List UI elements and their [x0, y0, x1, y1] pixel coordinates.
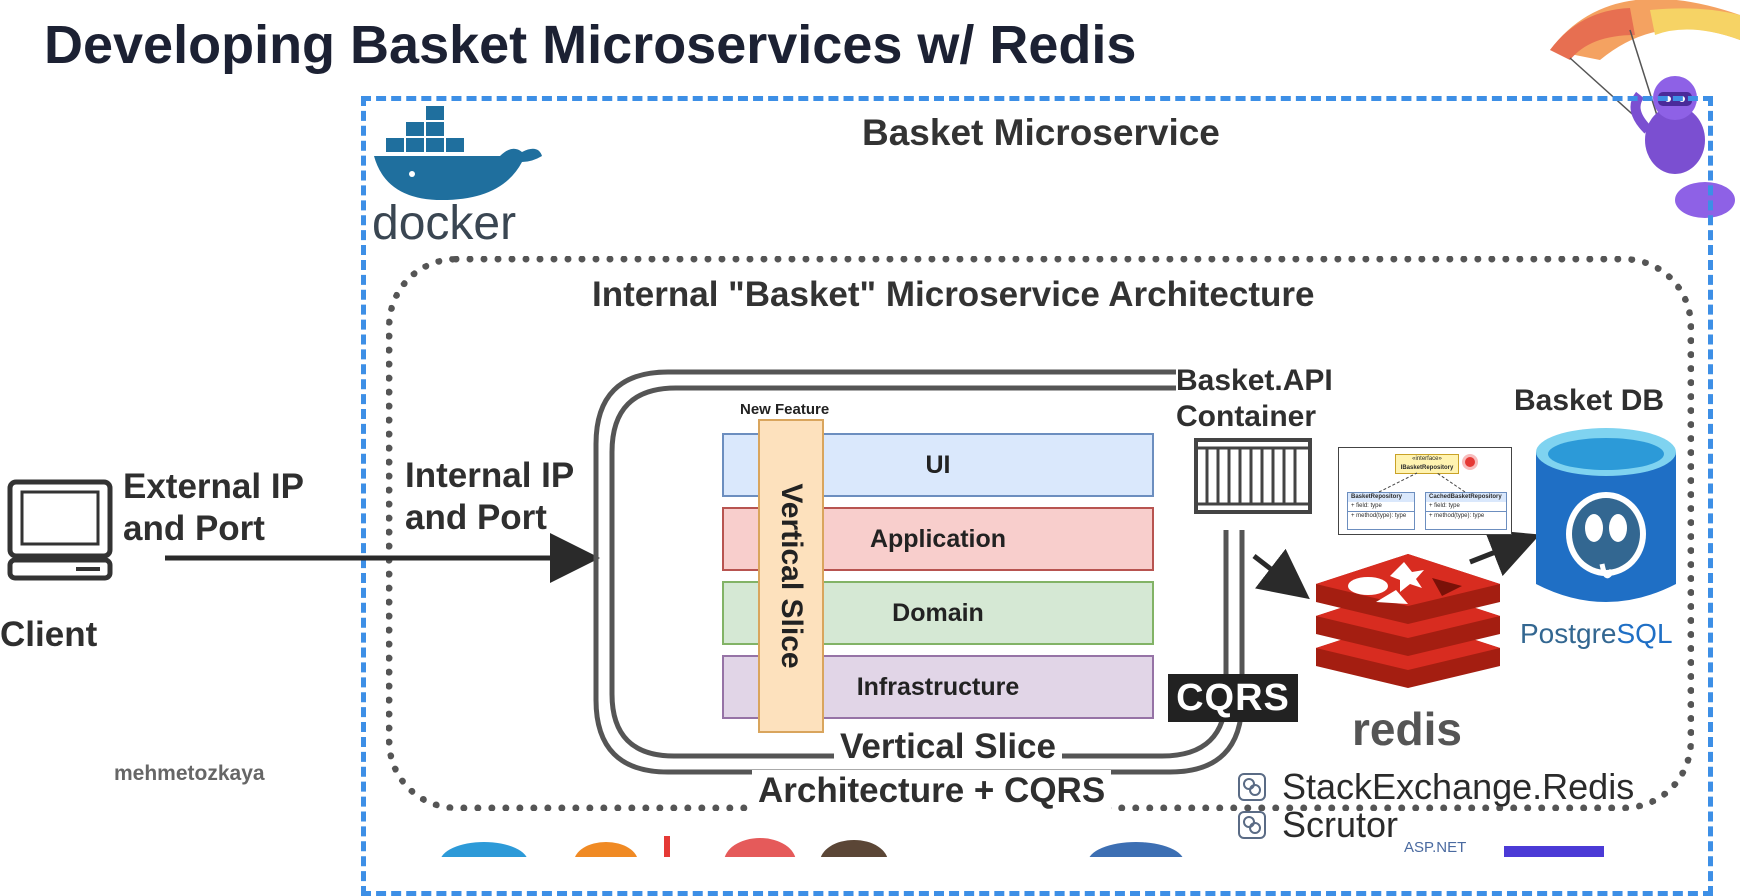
redis-wordmark: redis: [1352, 703, 1462, 755]
interface-name: IBasketRepository: [1400, 465, 1454, 471]
package-item: StackExchange.Redis: [1238, 766, 1634, 808]
container-icon: [1194, 438, 1312, 514]
package-icon: [1238, 773, 1266, 801]
docker-logo: docker: [372, 104, 544, 250]
external-ip-line1: External IP: [123, 467, 304, 506]
new-feature-label: New Feature: [740, 401, 830, 418]
postgres-database-icon: [1536, 428, 1676, 602]
external-ip-line2: and Port: [123, 509, 265, 548]
package-item: Scrutor: [1238, 804, 1458, 846]
footer-logos-icon: [441, 836, 1604, 857]
database-title: Basket DB: [1514, 384, 1665, 417]
package-icon: [1238, 811, 1266, 839]
interface-box: «interface» IBasketRepository: [1395, 454, 1459, 474]
class-box-right: CachedBasketRepository + field: type + m…: [1425, 492, 1507, 530]
container-label-line2: Container: [1176, 400, 1317, 433]
container-label-line1: Basket.API: [1176, 363, 1339, 399]
class-left-name: BasketRepository: [1348, 493, 1414, 502]
docker-wordmark: docker: [372, 197, 517, 250]
layer-domain-label: Domain: [892, 598, 984, 627]
class-box-left: BasketRepository + field: type + method(…: [1347, 492, 1415, 530]
architecture-connectors: [165, 369, 1540, 775]
class-left-method: + method(type): type: [1348, 511, 1414, 521]
aspnet-footer-label: ASP.NET: [1404, 839, 1467, 856]
vertical-slice-bar: Vertical Slice: [758, 419, 824, 733]
monitor-icon: [7, 479, 113, 581]
internal-architecture-title: Internal "Basket" Microservice Architect…: [586, 275, 1321, 315]
layer-ui-label: UI: [925, 450, 951, 479]
redis-to-postgres-arrow: [1469, 529, 1540, 577]
internal-ip-line2: and Port: [405, 498, 547, 537]
package-stackexchange-redis: StackExchange.Redis: [1282, 766, 1635, 807]
class-diagram: «interface» IBasketRepository BasketRepo…: [1338, 447, 1512, 535]
cqrs-badge: CQRS: [1168, 674, 1298, 722]
vertical-slice-bar-label: Vertical Slice: [775, 483, 808, 669]
architecture-label-line1: Vertical Slice: [834, 726, 1062, 768]
microservice-title: Basket Microservice: [862, 112, 1220, 153]
postgres-wordmark-a: Postgre: [1520, 618, 1617, 649]
architecture-label-line2: Architecture + CQRS: [752, 770, 1112, 812]
class-right-field: + field: type: [1429, 503, 1460, 509]
class-right-name: CachedBasketRepository: [1426, 493, 1506, 502]
pointer-dot-icon: [1465, 457, 1475, 467]
layer-infrastructure-label: Infrastructure: [856, 672, 1020, 701]
parachute-mascot-icon: [1550, 0, 1740, 218]
package-scrutor: Scrutor: [1282, 804, 1399, 845]
postgres-wordmark: PostgreSQL: [1520, 618, 1673, 650]
layer-application-label: Application: [869, 524, 1007, 553]
watermark: mehmetozkaya: [114, 762, 265, 785]
container-to-redis-arrow: [1252, 548, 1310, 600]
redis-logo-icon: [1316, 554, 1500, 688]
class-relations: [1378, 472, 1466, 493]
client-label: Client: [0, 615, 98, 654]
interface-tag: «interface»: [1412, 456, 1442, 462]
class-right-method: + method(type): type: [1426, 511, 1506, 521]
postgres-wordmark-b: SQL: [1616, 618, 1673, 649]
docker-whale-icon: [374, 106, 542, 200]
class-left-field: + field: type: [1351, 503, 1382, 509]
page-title: Developing Basket Microservices w/ Redis: [44, 15, 1137, 75]
internal-ip-line1: Internal IP: [405, 456, 575, 495]
